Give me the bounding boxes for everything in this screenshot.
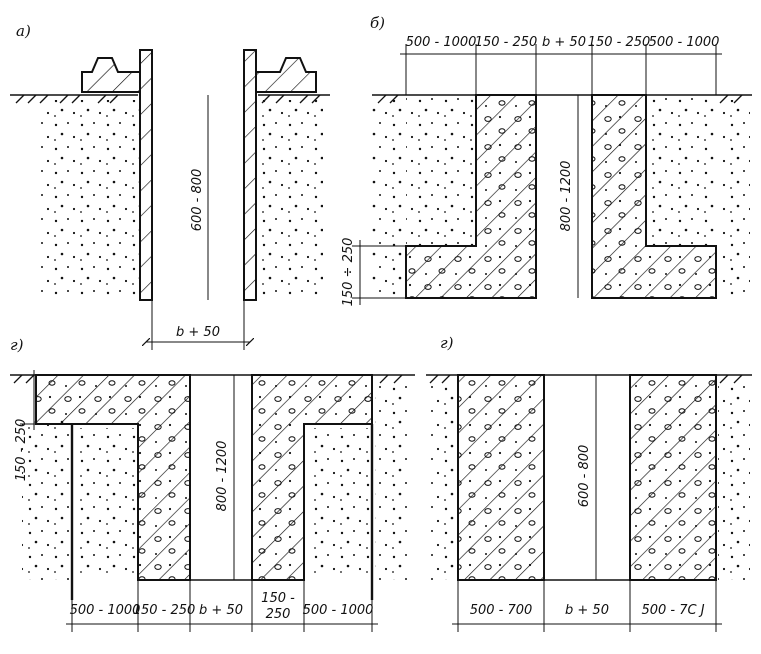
panel-c: г) 800 - 1200 150 - 250	[10, 336, 415, 632]
clay-block-right-outline	[629, 374, 717, 581]
dim-depth-c: 800 - 1200	[215, 441, 230, 512]
dim-top-4: 150 - 250	[588, 35, 651, 50]
dim-top-3: b + 50	[542, 35, 586, 50]
top-ext-lines	[405, 44, 717, 95]
dim-depth-a: 600 - 800	[190, 169, 205, 232]
beam-left	[81, 57, 141, 93]
sheet-pile-left	[139, 49, 153, 301]
ground-hatch	[13, 374, 403, 384]
dim-bot-1: 500 - 1000	[70, 603, 141, 618]
dim-bot-3: 500 - 7С J	[641, 603, 704, 618]
beam-right	[255, 57, 317, 93]
dim-top-5: 500 - 1000	[649, 35, 720, 50]
dim-bot-3: b + 50	[199, 603, 243, 618]
dim-bot-4a: 150 -	[261, 591, 295, 606]
panel-d-label: г)	[440, 334, 454, 352]
dim-top-1: 500 - 1000	[406, 35, 477, 50]
dim-width-a: b + 50	[176, 325, 220, 340]
fill-left	[76, 428, 138, 578]
soil-outer-right	[720, 100, 750, 298]
soil-left	[40, 100, 140, 300]
dim-side-c: 150 - 250	[14, 419, 29, 482]
dim-bot-5: 500 - 1000	[303, 603, 374, 618]
dim-top-2: 150 - 250	[475, 35, 538, 50]
fill-right	[312, 428, 372, 578]
dim-bot-4b: 250	[266, 607, 291, 622]
bottom-ext-lines	[71, 580, 373, 632]
dim-side-b: 150 ÷ 250	[341, 238, 356, 307]
panel-b-label: б)	[370, 14, 385, 32]
panel-a-label: а)	[16, 22, 31, 40]
dim-bot-2: 150 - 250	[133, 603, 196, 618]
panel-b: б) 500 - 1000 150 - 250 b + 50 15	[341, 14, 752, 306]
ground-hatch	[429, 374, 743, 384]
soil-right	[258, 100, 323, 300]
sheet-pile-right	[243, 49, 257, 301]
dim-depth-b: 800 - 1200	[559, 161, 574, 232]
dim-bot-2: b + 50	[565, 603, 609, 618]
dim-depth-d: 600 - 800	[577, 445, 592, 508]
panel-a: а) 600 - 800 b + 50	[10, 22, 330, 350]
soil-outer-left	[428, 385, 454, 580]
soil-outer-left	[22, 420, 72, 580]
soil-outer-right	[718, 385, 750, 580]
backfill-right	[646, 98, 716, 246]
soil-outer-right	[375, 385, 410, 580]
clay-block-left-outline	[457, 374, 545, 581]
backfill-left	[406, 98, 476, 246]
dim-bot-1: 500 - 700	[470, 603, 533, 618]
panel-d: г) 600 - 800 500 - 700 b + 50 500 - 7С J	[426, 334, 752, 632]
panel-c-label: г)	[10, 336, 24, 354]
soil-outer-left	[370, 100, 402, 298]
bottom-ext-lines	[457, 580, 717, 632]
